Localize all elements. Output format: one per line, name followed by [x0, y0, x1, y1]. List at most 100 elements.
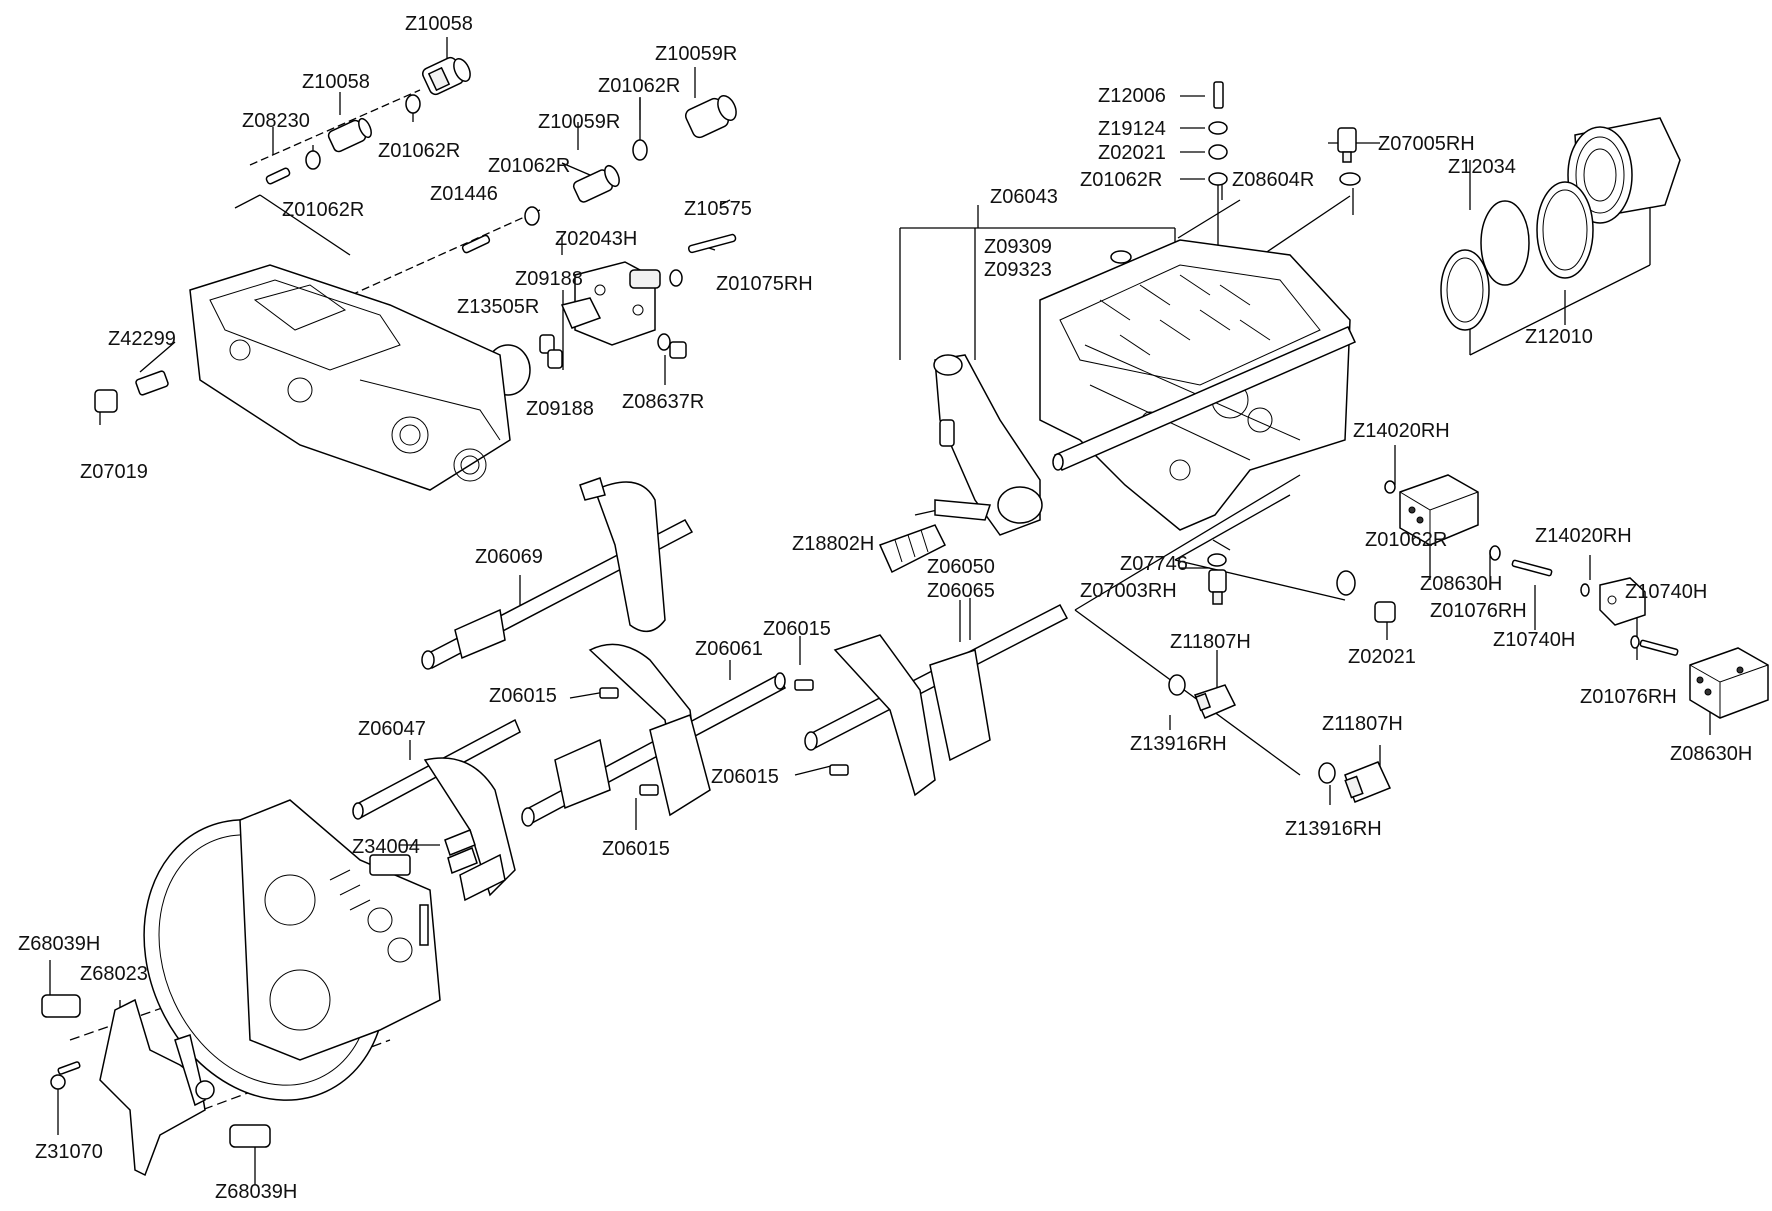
- pin-z08230: [265, 167, 291, 185]
- label-z01076rh-right: Z01076RH: [1580, 686, 1677, 708]
- label-z68023: Z68023: [80, 963, 148, 985]
- plug-z08637r: [669, 341, 687, 359]
- clip-z34004-b: [447, 846, 478, 875]
- pin-z06015-a: [599, 687, 619, 699]
- clip-z34004-a: [444, 829, 476, 856]
- label-z01062r-5: Z01062R: [1080, 169, 1162, 191]
- ring-z01062r-5: [1208, 172, 1228, 186]
- ring-z01062r-6: [1336, 570, 1356, 596]
- label-z01062r-1: Z01062R: [378, 140, 460, 162]
- bell-housing: [143, 799, 441, 1101]
- label-z42299: Z42299: [108, 328, 176, 350]
- label-z02043h: Z02043H: [555, 228, 637, 250]
- label-z12006: Z12006: [1098, 85, 1166, 107]
- label-z06043: Z06043: [990, 186, 1058, 208]
- pin-z06015-c: [829, 764, 849, 776]
- pin-z01446: [461, 234, 491, 254]
- label-z09188-top: Z09188: [515, 268, 583, 290]
- pin-z06015-b: [794, 679, 814, 691]
- label-z08630h-mid: Z08630H: [1420, 573, 1502, 595]
- block-z10740h: [1599, 577, 1646, 626]
- label-z10740h: Z10740H: [1493, 629, 1575, 651]
- pin-z06015-d: [639, 784, 659, 796]
- shift-housing-cover: [189, 264, 511, 491]
- label-z01062r-3: Z01062R: [598, 75, 680, 97]
- shift-rail-z06069: [421, 477, 694, 670]
- ring-z07746: [1207, 553, 1227, 567]
- bolt-z12006: [1213, 81, 1224, 109]
- label-z09323: Z09323: [984, 259, 1052, 281]
- label-z31070: Z31070: [35, 1141, 103, 1163]
- solenoid-z08630h-upper: [1399, 474, 1479, 546]
- label-z14020rh-top: Z14020RH: [1353, 420, 1450, 442]
- label-z06061: Z06061: [695, 638, 763, 660]
- label-z06015-1: Z06015: [763, 618, 831, 640]
- label-z07003rh: Z07003RH: [1080, 580, 1177, 602]
- label-z01076rh: Z01076RH: [1430, 600, 1527, 622]
- label-z07746: Z07746: [1120, 553, 1188, 575]
- ring-z08604r: [1339, 172, 1361, 186]
- label-z08230: Z08230: [242, 110, 310, 132]
- ring-z01076rh-2: [1630, 635, 1640, 649]
- ring-z01062r: [405, 94, 421, 114]
- bolt-z10740h-2: [1639, 639, 1679, 656]
- label-z10059r: Z10059R: [538, 111, 620, 133]
- bolt-z10740h: [1511, 559, 1553, 577]
- label-z12010: Z12010: [1525, 326, 1593, 348]
- plug-z07019: [94, 389, 118, 413]
- label-z34004: Z34004: [352, 836, 420, 858]
- label-z01062r-6: Z01062R: [1365, 529, 1447, 551]
- pin-z09188-b: [547, 349, 563, 369]
- part-labels: Z10058 Z10058 Z08230 Z01062R Z01062R Z10…: [18, 13, 1752, 1203]
- bolt-z10575: [687, 233, 737, 254]
- label-z10740h-right: Z10740H: [1625, 581, 1707, 603]
- ring-z01062r-2: [305, 150, 321, 170]
- label-z07005rh: Z07005RH: [1378, 133, 1475, 155]
- seal-z02021: [1208, 144, 1228, 160]
- ring-z09309: [1110, 250, 1132, 264]
- sensor-z10059r-lower: [572, 164, 620, 203]
- ring-z13916rh: [1168, 674, 1186, 696]
- label-z06015-3: Z06015: [711, 766, 779, 788]
- label-z10058: Z10058: [302, 71, 370, 93]
- bolt-z31070: [50, 1061, 81, 1090]
- label-z13916rh-top: Z13916RH: [1130, 733, 1227, 755]
- label-z06047: Z06047: [358, 718, 426, 740]
- label-z10575: Z10575: [684, 198, 752, 220]
- ring-z12010: [1536, 181, 1594, 279]
- label-z68039h-top: Z68039H: [18, 933, 100, 955]
- label-z06065: Z06065: [927, 580, 995, 602]
- label-z10059r-top: Z10059R: [655, 43, 737, 65]
- label-z06069: Z06069: [475, 546, 543, 568]
- label-z09188-bottom: Z09188: [526, 398, 594, 420]
- label-z11807h-top: Z11807H: [1170, 631, 1251, 653]
- label-z07019: Z07019: [80, 461, 148, 483]
- pin-z68039h-b: [229, 1124, 271, 1148]
- shift-rail-z06065: [804, 603, 1069, 797]
- label-z68039h-bottom: Z68039H: [215, 1181, 297, 1203]
- label-z06015-2: Z06015: [489, 685, 557, 707]
- ring-z01075rh: [669, 269, 683, 287]
- ring-z14020rh: [1384, 480, 1396, 494]
- spring-z18802h: [878, 524, 947, 574]
- ring-z13916rh-2: [1318, 762, 1336, 784]
- ring-z01062r-4: [524, 206, 540, 226]
- pin-z09188-a: [539, 334, 555, 354]
- main-transmission-housing: [1039, 239, 1351, 531]
- valve-z07003rh: [1208, 569, 1227, 605]
- valve-z07005rh: [1337, 127, 1357, 163]
- shift-lever-z06043: [933, 354, 1043, 536]
- sensor-z10059r-upper: [684, 94, 737, 139]
- ring-z12010-b: [1440, 249, 1490, 331]
- sensor-z11807h-upper: [1193, 684, 1237, 719]
- label-z12034: Z12034: [1448, 156, 1516, 178]
- pin-z68039h-a: [41, 994, 81, 1018]
- label-z11807h-bottom: Z11807H: [1322, 713, 1403, 735]
- label-z02021: Z02021: [1348, 646, 1416, 668]
- label-z14020rh-right: Z14020RH: [1535, 525, 1632, 547]
- shift-rail-z06061: [521, 643, 787, 827]
- ring-z01076rh: [1489, 545, 1501, 561]
- label-z13505r: Z13505R: [457, 296, 539, 318]
- label-z18802h: Z18802H: [792, 533, 874, 555]
- release-fork-z68023: [99, 998, 215, 1177]
